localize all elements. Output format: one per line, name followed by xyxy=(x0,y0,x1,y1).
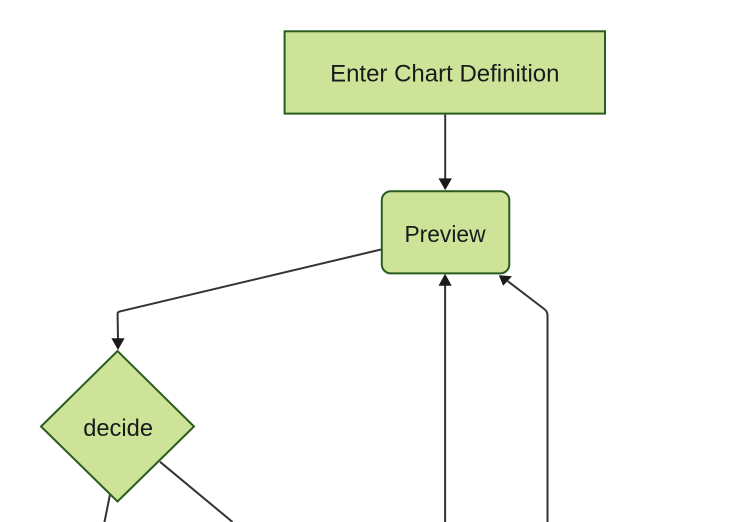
svg-text:Preview: Preview xyxy=(404,221,486,247)
svg-text:Enter Chart Definition: Enter Chart Definition xyxy=(330,61,559,88)
svg-text:decide: decide xyxy=(83,416,153,442)
